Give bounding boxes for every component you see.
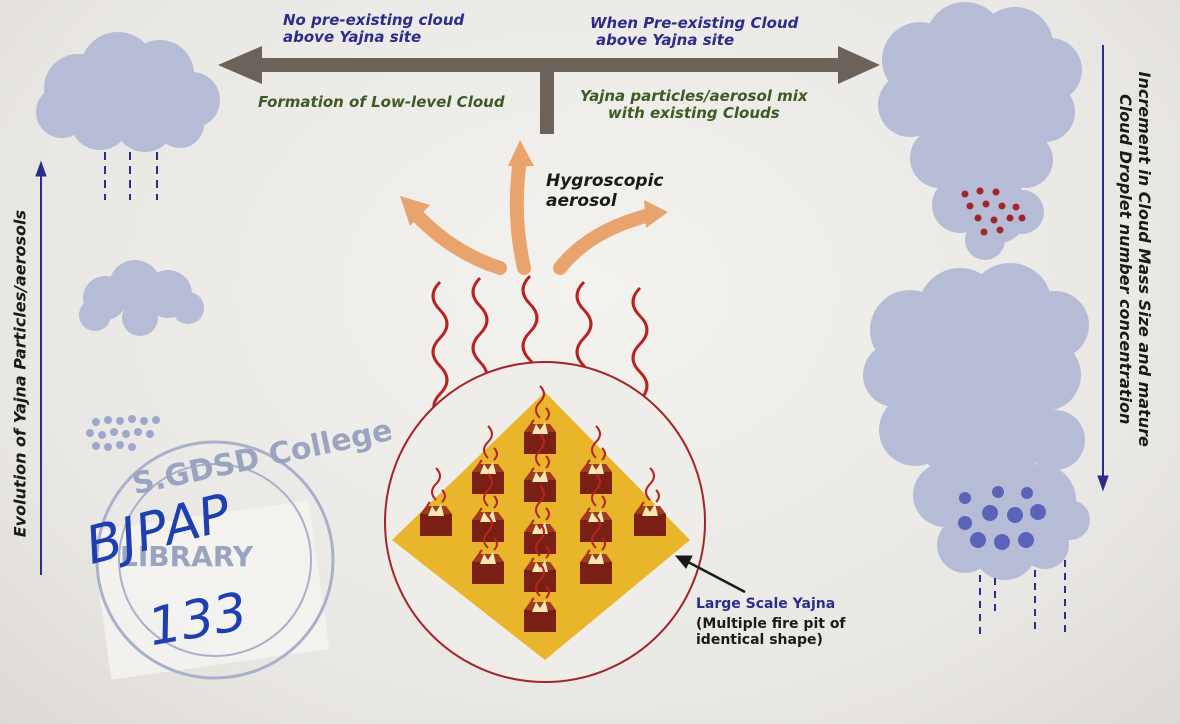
right-lower-cloud xyxy=(863,263,1090,580)
no-cloud-label-line2: above Yajna site xyxy=(283,28,422,47)
yajna-label-line1: Large Scale Yajna xyxy=(696,596,836,612)
large-scale-yajna-label: Large Scale Yajna xyxy=(696,596,835,612)
small-cloud xyxy=(79,260,204,336)
aerosol-arrowheads xyxy=(400,140,668,228)
left-rain-lines xyxy=(104,152,158,200)
fire-pit xyxy=(472,425,504,494)
fire-pit xyxy=(580,515,612,584)
aerosol-mix-label-line1: Yajna particles/aerosol mix xyxy=(580,87,808,105)
yajna-detail-label: (Multiple fire pit of identical shape) xyxy=(696,616,846,648)
increment-line1: Increment in Cloud Mass Size and mature xyxy=(1135,71,1155,447)
fire-pit xyxy=(524,433,556,502)
fire-pit xyxy=(524,563,556,632)
blue-droplets xyxy=(958,486,1046,550)
red-droplets xyxy=(961,187,1026,236)
increment-line2: Cloud Droplet number concentration xyxy=(1116,93,1135,425)
fire-pit xyxy=(634,467,666,536)
yajna-pointer-arrow xyxy=(674,555,746,594)
existing-cloud-label-line2: above Yajna site xyxy=(596,31,735,50)
hygroscopic-aerosol-label: Hygroscopic aerosol xyxy=(546,171,664,211)
aerosol-dots xyxy=(86,415,160,451)
yajna-label-line2: (Multiple fire pit of xyxy=(696,616,846,632)
aerosol-arrows xyxy=(405,153,657,275)
no-cloud-label: No pre-existing cloud above Yajna site xyxy=(283,11,465,47)
right-vertical-arrow xyxy=(1097,45,1109,492)
existing-cloud-label: When Pre-existing Cloud above Yajna site xyxy=(590,14,799,50)
yajna-label-line3: identical shape) xyxy=(696,632,823,649)
low-level-cloud-label: Formation of Low-level Cloud xyxy=(258,93,505,111)
evolution-vertical-label: Evolution of Yajna Particles/aerosols xyxy=(10,209,30,538)
aerosol-mix-label: Yajna particles/aerosol mix with existin… xyxy=(580,87,808,123)
top-branch-arrow xyxy=(218,46,880,134)
fire-pit xyxy=(580,425,612,494)
no-cloud-label-line1: No pre-existing cloud xyxy=(283,11,465,29)
fire-pit xyxy=(420,467,452,536)
hygroscopic-line1: Hygroscopic xyxy=(546,171,664,191)
library-stamp xyxy=(90,440,335,680)
left-rain-cloud xyxy=(36,32,220,152)
left-vertical-arrow xyxy=(35,160,47,575)
existing-cloud-label-line1: When Pre-existing Cloud xyxy=(590,14,799,32)
hygroscopic-line2: aerosol xyxy=(546,190,617,211)
aerosol-mix-label-line2: with existing Clouds xyxy=(607,104,780,123)
increment-vertical-label: Increment in Cloud Mass Size and mature … xyxy=(1116,49,1154,469)
fire-pits xyxy=(420,385,666,632)
stamp-center-text: LIBRARY xyxy=(120,540,254,573)
right-rain-lines xyxy=(979,560,1066,635)
fire-pit xyxy=(524,385,556,454)
fire-pit xyxy=(472,515,504,584)
right-upper-cloud xyxy=(878,2,1082,260)
